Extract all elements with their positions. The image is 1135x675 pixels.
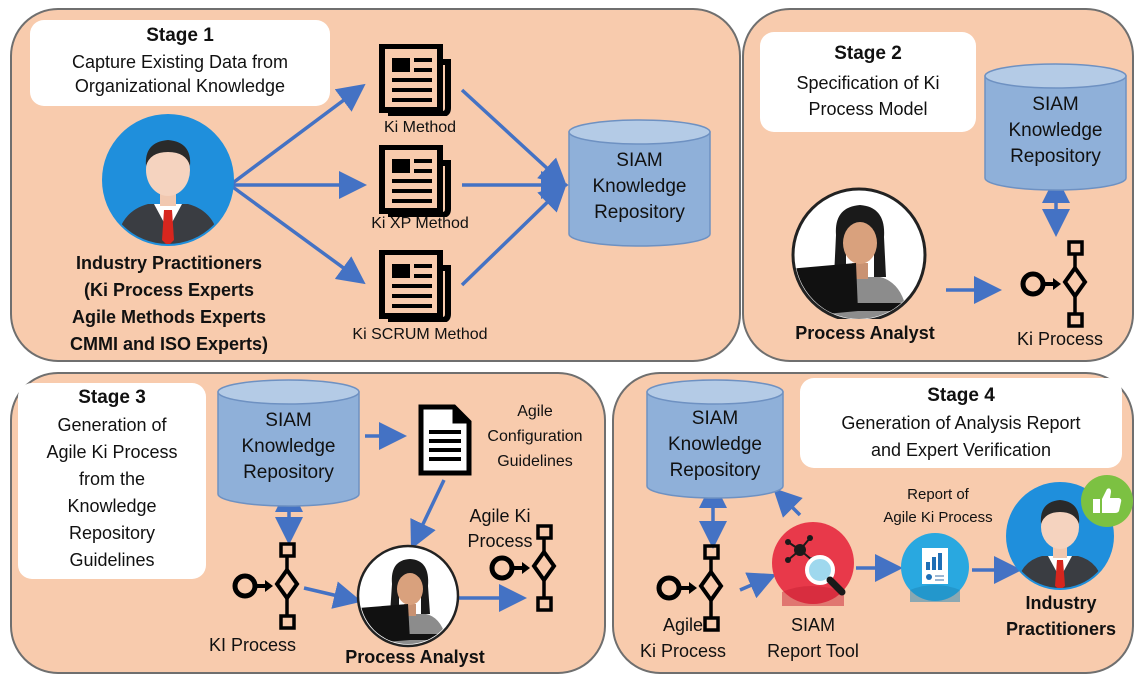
guidelines-line3: Guidelines bbox=[497, 453, 573, 470]
stage3-title: Stage 3 bbox=[78, 387, 146, 408]
stage3-output-line1: Agile Ki bbox=[469, 506, 531, 526]
guidelines-line1: Agile bbox=[517, 403, 553, 420]
stage4-knowledge-repository: SIAM Knowledge Repository bbox=[645, 378, 785, 500]
stage2-actor-label: Process Analyst bbox=[795, 323, 935, 343]
stage4-actor-line2: Practitioners bbox=[1005, 619, 1117, 639]
stage4-subtitle-line1: Generation of Analysis Report bbox=[841, 413, 1081, 433]
ki-scrum-method-document-icon bbox=[379, 250, 451, 322]
stage1-actor-line4: CMMI and ISO Experts) bbox=[69, 334, 269, 354]
report-tool-line2: Report Tool bbox=[767, 641, 859, 661]
arrow-actor-to-ki-method bbox=[228, 83, 366, 187]
stage4-repository-line1: SIAM bbox=[691, 408, 739, 429]
arrow-ki-scrum-to-repository bbox=[460, 183, 568, 287]
guidelines-line2: Configuration bbox=[487, 428, 583, 445]
arrow-guidelines-to-analyst bbox=[410, 479, 446, 550]
report-document-icon bbox=[901, 533, 969, 602]
report-label-line2: Agile Ki Process bbox=[883, 509, 993, 526]
stage1-subtitle-line1: Capture Existing Data from bbox=[71, 52, 289, 72]
stage3-subtitle-line3: from the bbox=[78, 469, 146, 489]
stage2-subtitle-line1: Specification of Ki bbox=[796, 73, 940, 93]
stage1-actor-line3: Agile Methods Experts bbox=[71, 307, 267, 327]
ki-method-label: Ki Method bbox=[383, 119, 457, 136]
stage4-title: Stage 4 bbox=[927, 385, 995, 406]
arrow-report-tool-to-repository bbox=[773, 488, 803, 518]
stage1-actor-line1: Industry Practitioners bbox=[75, 253, 263, 273]
agile-guidelines-document-icon bbox=[418, 404, 472, 476]
stage2-label-box bbox=[760, 32, 976, 132]
stage1-repository-line3: Repository bbox=[594, 202, 685, 223]
stage3-subtitle-line4: Knowledge bbox=[67, 496, 157, 516]
stage1-label-box bbox=[30, 20, 330, 106]
stage3-label-box bbox=[18, 383, 206, 579]
stage4-repository-line2: Knowledge bbox=[667, 434, 763, 455]
stage1-repository-line1: SIAM bbox=[616, 150, 663, 171]
stage1-title: Stage 1 bbox=[146, 25, 214, 46]
stage4-subtitle-line2: and Expert Verification bbox=[870, 440, 1052, 460]
ki-process-workflow-icon bbox=[1020, 240, 1088, 328]
stage3-repository-line3: Repository bbox=[243, 462, 334, 483]
stage3-repository-line1: SIAM bbox=[265, 410, 312, 431]
ki-method-document-icon bbox=[379, 44, 451, 116]
ki-scrum-method-label: Ki SCRUM Method bbox=[352, 326, 488, 343]
stage2-title: Stage 2 bbox=[834, 43, 902, 64]
stage2-knowledge-repository: SIAM Knowledge Repository bbox=[983, 62, 1128, 192]
stage4-label-box bbox=[800, 378, 1122, 468]
stage4-repository-line3: Repository bbox=[669, 460, 761, 481]
stage3-actor-label: Process Analyst bbox=[345, 647, 485, 667]
stage1-actor-line2: (Ki Process Experts bbox=[83, 280, 255, 300]
stage2-output-label: Ki Process bbox=[1016, 329, 1104, 349]
stage3-analyst-avatar-icon bbox=[356, 544, 460, 648]
arrow-ki-process-to-analyst bbox=[303, 581, 362, 609]
stage3-repository-line2: Knowledge bbox=[241, 436, 336, 457]
stage2-repository-line2: Knowledge bbox=[1008, 120, 1103, 141]
ki-xp-method-document-icon bbox=[379, 145, 451, 217]
stage3-output-line2: Process bbox=[467, 531, 533, 551]
siam-report-tool-icon bbox=[772, 522, 854, 606]
stage3-subtitle-line6: Guidelines bbox=[69, 550, 155, 570]
ki-xp-method-label: Ki XP Method bbox=[371, 215, 469, 232]
stage1-knowledge-repository: SIAM Knowledge Repository bbox=[567, 118, 712, 248]
arrow-ki-method-to-repository bbox=[460, 88, 568, 187]
stage3-knowledge-repository: SIAM Knowledge Repository bbox=[216, 378, 361, 508]
stage3-input-process-label: KI Process bbox=[208, 635, 297, 655]
stage2-subtitle-line2: Process Model bbox=[808, 99, 928, 119]
stage4-agile-process-workflow-icon bbox=[656, 544, 724, 632]
thumbs-up-icon bbox=[1081, 475, 1133, 527]
stage4-actor-line1: Industry bbox=[1025, 593, 1097, 613]
stage1-repository-line2: Knowledge bbox=[592, 176, 687, 197]
stage4-process-line2: Ki Process bbox=[639, 641, 727, 661]
stage2-repository-line3: Repository bbox=[1010, 146, 1101, 167]
report-tool-line1: SIAM bbox=[790, 615, 835, 635]
stage1-subtitle-line2: Organizational Knowledge bbox=[74, 76, 286, 96]
stage3-subtitle-line2: Agile Ki Process bbox=[46, 442, 178, 462]
agile-ki-process-workflow-icon bbox=[489, 524, 557, 612]
stage3-ki-process-workflow-icon bbox=[232, 542, 300, 630]
arrow-actor-to-ki-scrum-method bbox=[228, 183, 366, 285]
stage3-subtitle-line1: Generation of bbox=[57, 415, 167, 435]
stage3-subtitle-line5: Repository bbox=[68, 523, 156, 543]
stage4-process-line1: Agile bbox=[662, 615, 704, 635]
report-label-line1: Report of bbox=[907, 486, 969, 503]
arrow-agile-process-to-tool bbox=[739, 572, 777, 599]
industry-practitioner-avatar-icon bbox=[102, 114, 234, 246]
stage2-repository-line1: SIAM bbox=[1032, 94, 1079, 115]
process-analyst-avatar-icon bbox=[791, 187, 927, 319]
